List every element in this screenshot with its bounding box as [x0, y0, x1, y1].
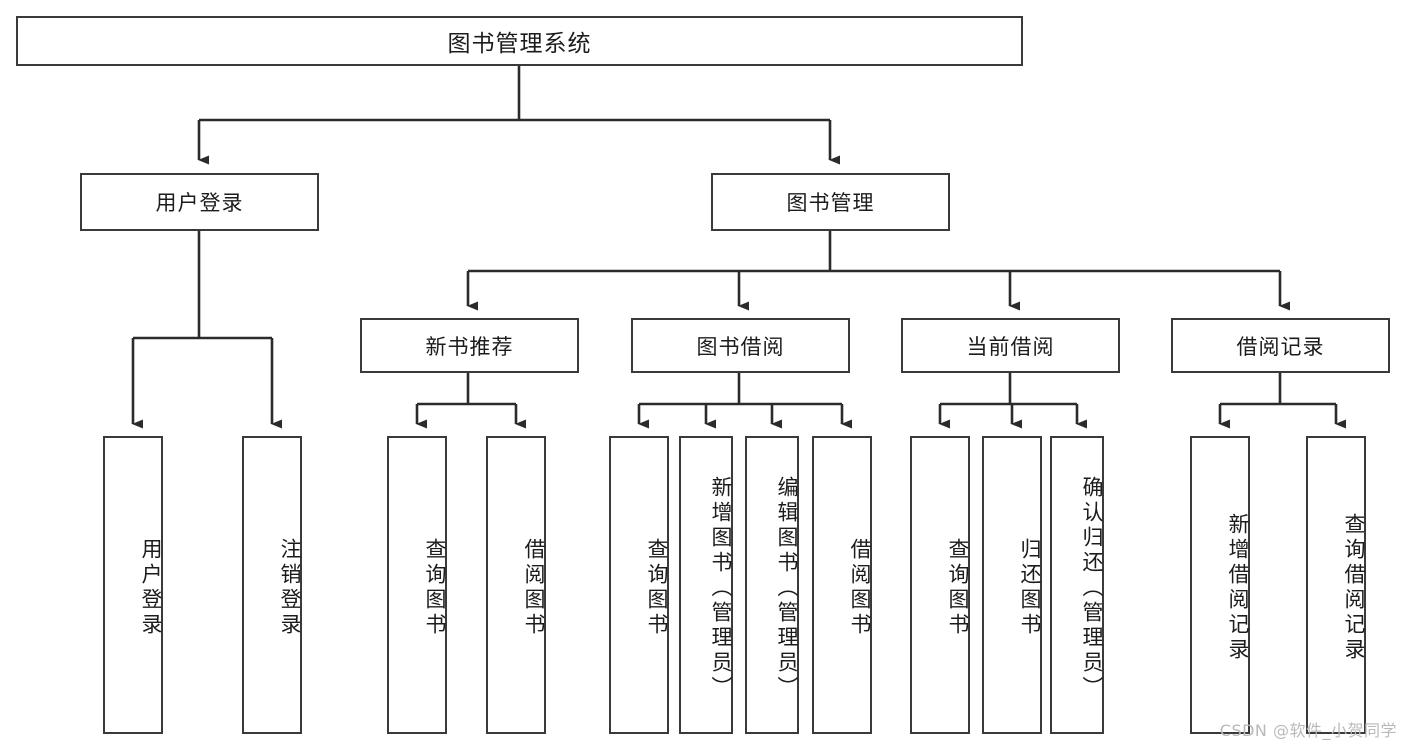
node-leaf-add-record[interactable]: 新增借阅记录	[1190, 436, 1250, 734]
node-leaf-borrow-book-2-label: 借阅图书	[848, 538, 872, 638]
node-leaf-query-book-3[interactable]: 查询图书	[910, 436, 970, 734]
node-leaf-query-record-label: 查询借阅记录	[1342, 513, 1366, 663]
node-leaf-query-record[interactable]: 查询借阅记录	[1306, 436, 1366, 734]
node-leaf-borrow-book-1[interactable]: 借阅图书	[486, 436, 546, 734]
node-current-borrow-label: 当前借阅	[966, 334, 1055, 359]
node-leaf-query-book-3-label: 查询图书	[946, 538, 970, 638]
node-leaf-add-book-label: 新增图书（管理员）	[709, 475, 733, 701]
node-leaf-query-book-2-label: 查询图书	[645, 538, 669, 638]
node-borrow-record-label: 借阅记录	[1236, 334, 1325, 359]
node-new-book-rec-label: 新书推荐	[425, 334, 514, 359]
node-user-login[interactable]: 用户登录	[80, 173, 319, 231]
node-book-borrow-label: 图书借阅	[696, 334, 785, 359]
node-leaf-edit-book[interactable]: 编辑图书（管理员）	[745, 436, 799, 734]
node-root-label: 图书管理系统	[447, 31, 592, 57]
node-leaf-query-book-2[interactable]: 查询图书	[609, 436, 669, 734]
node-leaf-borrow-book-2[interactable]: 借阅图书	[812, 436, 872, 734]
csdn-watermark: CSDN @软件_小贺同学	[1219, 721, 1397, 740]
node-leaf-confirm-return[interactable]: 确认归还（管理员）	[1050, 436, 1104, 734]
node-leaf-user-login[interactable]: 用户登录	[103, 436, 163, 734]
node-leaf-logout-label: 注销登录	[278, 538, 302, 638]
node-current-borrow[interactable]: 当前借阅	[901, 318, 1120, 373]
node-leaf-add-record-label: 新增借阅记录	[1226, 513, 1250, 663]
node-leaf-confirm-return-label: 确认归还（管理员）	[1080, 475, 1104, 701]
node-book-manage-label: 图书管理	[786, 191, 875, 215]
node-user-login-label: 用户登录	[155, 191, 244, 215]
node-leaf-logout[interactable]: 注销登录	[242, 436, 302, 734]
node-book-borrow[interactable]: 图书借阅	[631, 318, 850, 373]
node-root[interactable]: 图书管理系统	[16, 16, 1023, 66]
node-leaf-query-book-1[interactable]: 查询图书	[387, 436, 447, 734]
node-leaf-return-book-label: 归还图书	[1018, 538, 1042, 638]
node-book-manage[interactable]: 图书管理	[711, 173, 950, 231]
node-leaf-add-book[interactable]: 新增图书（管理员）	[679, 436, 733, 734]
node-leaf-return-book[interactable]: 归还图书	[982, 436, 1042, 734]
node-leaf-edit-book-label: 编辑图书（管理员）	[775, 475, 799, 701]
node-leaf-borrow-book-1-label: 借阅图书	[522, 538, 546, 638]
node-leaf-user-login-label: 用户登录	[139, 538, 163, 638]
node-borrow-record[interactable]: 借阅记录	[1171, 318, 1390, 373]
node-new-book-rec[interactable]: 新书推荐	[360, 318, 579, 373]
node-leaf-query-book-1-label: 查询图书	[423, 538, 447, 638]
